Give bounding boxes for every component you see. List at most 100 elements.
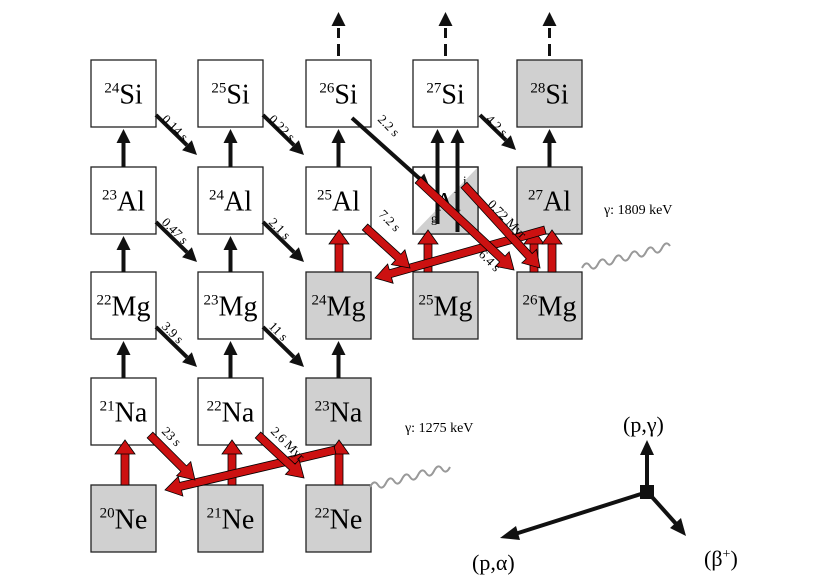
nuclide-label: 22Na: [207, 398, 255, 429]
beta-decay-arrow-si24: [154, 113, 197, 155]
leakage-arrow: [542, 12, 557, 56]
element-symbol: Si: [334, 80, 358, 111]
legend-origin-marker: [640, 485, 654, 499]
nuclide-box-frame: [197, 484, 264, 553]
proton-capture-arrow: [116, 129, 131, 167]
mass-number: 25: [419, 293, 434, 309]
element-symbol: Mg: [434, 292, 473, 323]
red-p-gamma-mg25: [417, 229, 439, 273]
proton-capture-arrow-al26g: [430, 129, 445, 224]
mass-number: 20: [100, 506, 115, 522]
nuclide-box-si25: 25Si: [197, 59, 264, 128]
nuclide-label: 24Mg: [312, 292, 366, 323]
red-beta-na22: [254, 431, 305, 479]
mass-number: 24: [209, 188, 225, 204]
nuclide-label: 26Si: [319, 80, 358, 111]
nuclide-box-frame: [90, 166, 157, 235]
element-symbol: Al: [117, 187, 145, 218]
mass-number: 21: [100, 399, 115, 415]
nuclide-box-frame: [412, 59, 479, 128]
nuclide-box-si26: 26Si: [305, 59, 372, 128]
nuclide-label: 21Na: [100, 398, 148, 429]
proton-capture-arrow: [331, 341, 346, 378]
element-symbol: Mg: [219, 292, 258, 323]
nuclide-label: 22Mg: [97, 292, 151, 323]
nuclide-label: 27Al: [528, 187, 571, 218]
mass-number: 22: [315, 506, 330, 522]
nuclide-label: 28Si: [530, 80, 569, 111]
beta-decay-arrow-si25: [261, 113, 304, 155]
proton-capture-arrow: [223, 341, 238, 378]
mass-number: 24: [312, 293, 328, 309]
element-symbol: Na: [330, 398, 363, 429]
red-p-gamma-ne20: [114, 439, 136, 486]
nuclide-box-frame: [305, 484, 372, 553]
red-p-alpha-al27: [374, 225, 547, 284]
nuclide-label: 24Si: [104, 80, 143, 111]
leakage-arrows: [331, 12, 557, 56]
nuclide-box-mg23: 23Mg: [197, 271, 264, 340]
mass-number: 26: [523, 293, 539, 309]
gamma-label-1809: γ: 1809 keV: [603, 203, 672, 218]
nuclide-label: 25Si: [211, 80, 250, 111]
gamma-emission: γ: 1809 keV γ: 1275 keV: [369, 203, 672, 489]
legend-beta-arrowhead: [670, 518, 686, 536]
half-life-label: 2.2 s: [375, 112, 403, 140]
element-symbol: Al: [224, 187, 252, 218]
nuclide-box-frame: [197, 271, 264, 340]
nuclide-box-frame: [516, 166, 583, 235]
element-symbol: Si: [441, 80, 465, 111]
nuclide-box-si24: 24Si: [90, 59, 157, 128]
nuclide-box-na23: 23Na: [305, 377, 372, 446]
element-symbol: Ne: [330, 505, 363, 536]
proton-capture-arrow: [116, 236, 131, 272]
nuclide-box-frame: [305, 271, 372, 340]
nuclide-label: 27Si: [426, 80, 465, 111]
half-life-label: 4.2 s: [483, 112, 511, 140]
beta-decay-arrow-al23: [154, 220, 197, 262]
leakage-arrow: [331, 12, 346, 56]
mass-number: 23: [204, 293, 219, 309]
leakage-arrow: [438, 12, 453, 56]
element-symbol: Na: [222, 398, 255, 429]
nuclide-box-na22: 22Na: [197, 377, 264, 446]
beta-decay-arrow-mg22: [154, 325, 197, 367]
nuclide-box-mg25: 25Mg: [412, 271, 479, 340]
beta-decay-arrows: [154, 113, 516, 367]
legend-p-alpha-arrowhead: [500, 526, 520, 540]
element-symbol: Mg: [112, 292, 151, 323]
element-symbol: Si: [119, 80, 143, 111]
red-beta-al26g: [460, 181, 541, 269]
proton-capture-arrow: [331, 129, 346, 167]
nuclide-box-mg22: 22Mg: [90, 271, 157, 340]
nuclide-box-ne20: 20Ne: [90, 484, 157, 553]
beta-decay-arrow-si27: [478, 113, 516, 150]
nuclide-label: 25Mg: [419, 292, 473, 323]
isomer-state-label: i: [463, 173, 467, 188]
nuclide-label: 25Al: [317, 187, 360, 218]
red-beta-al25: [361, 223, 411, 269]
mass-number: 24: [104, 81, 120, 97]
nuclide-box-frame: [305, 59, 372, 128]
nuclide-box-ne21: 21Ne: [197, 484, 264, 553]
nuclide-box-al25: 25Al: [305, 166, 372, 235]
nuclide-box-ne22: 22Ne: [305, 484, 372, 553]
nuclide-label: 22Ne: [315, 505, 363, 536]
nuclide-box-na21: 21Na: [90, 377, 157, 446]
half-life-label: 0.14 s: [159, 112, 192, 145]
half-life-label: 3.9 s: [159, 319, 187, 347]
mass-number: 27: [528, 188, 544, 204]
nuclide-box-frame: [90, 59, 157, 128]
beta-decay-arrow-mg23: [261, 325, 304, 367]
element-symbol: Al: [332, 187, 360, 218]
red-beta-al26m: [414, 176, 515, 271]
red-beta-na21: [146, 431, 196, 481]
nuclide-box-frame: [516, 59, 583, 128]
proton-capture-arrow: [223, 236, 238, 272]
nuclide-box-si27: 27Si: [412, 59, 479, 128]
nuclide-box-al23: 23Al: [90, 166, 157, 235]
gamma-wave-na22: [369, 465, 451, 489]
element-symbol: Ne: [115, 505, 148, 536]
reaction-legend: (p,γ) (p,α) (β+): [472, 412, 738, 575]
